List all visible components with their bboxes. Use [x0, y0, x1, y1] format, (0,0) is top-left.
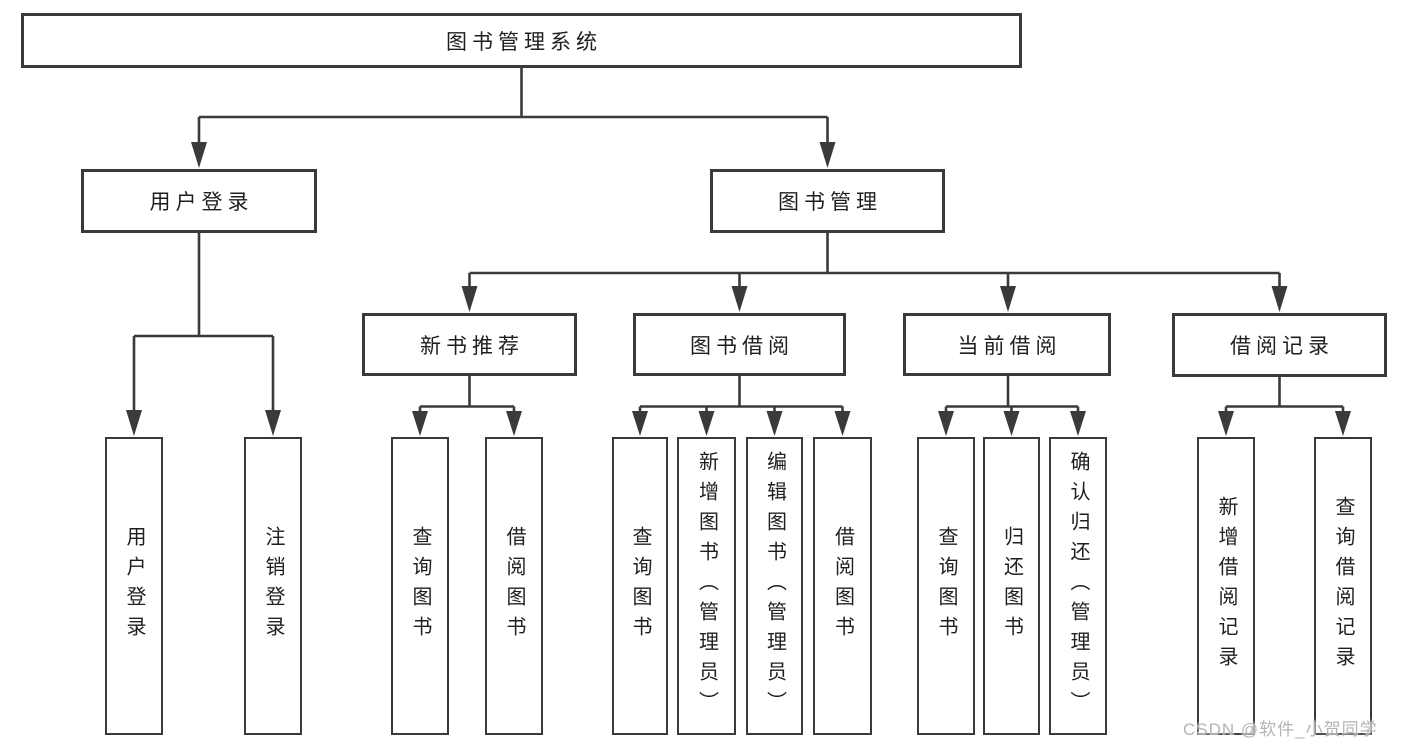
node-new-book-recommendation: 新书推荐 [362, 313, 577, 376]
leaf-edit-book-admin: 编辑图书（管理员） [746, 437, 803, 735]
leaf-query-books-borrowing: 查询图书 [612, 437, 668, 735]
leaf-return-book: 归还图书 [983, 437, 1040, 735]
node-borrowing-records: 借阅记录 [1172, 313, 1387, 377]
node-book-management: 图书管理 [710, 169, 945, 233]
leaf-add-book-admin: 新增图书（管理员） [677, 437, 736, 735]
leaf-logout: 注销登录 [244, 437, 302, 735]
leaf-borrow-books-borrowing: 借阅图书 [813, 437, 872, 735]
watermark: CSDN @软件_小贺同学 [1183, 720, 1378, 739]
leaf-user-login: 用户登录 [105, 437, 163, 735]
leaf-query-borrow-record: 查询借阅记录 [1314, 437, 1372, 735]
node-root: 图书管理系统 [21, 13, 1022, 68]
leaf-borrow-books-recommend: 借阅图书 [485, 437, 543, 735]
node-current-borrowing: 当前借阅 [903, 313, 1111, 376]
leaf-add-borrow-record: 新增借阅记录 [1197, 437, 1255, 735]
node-book-borrowing: 图书借阅 [633, 313, 846, 376]
leaf-query-books-current: 查询图书 [917, 437, 975, 735]
leaf-confirm-return-admin: 确认归还（管理员） [1049, 437, 1107, 735]
node-user-login: 用户登录 [81, 169, 317, 233]
leaf-query-books-recommend: 查询图书 [391, 437, 449, 735]
